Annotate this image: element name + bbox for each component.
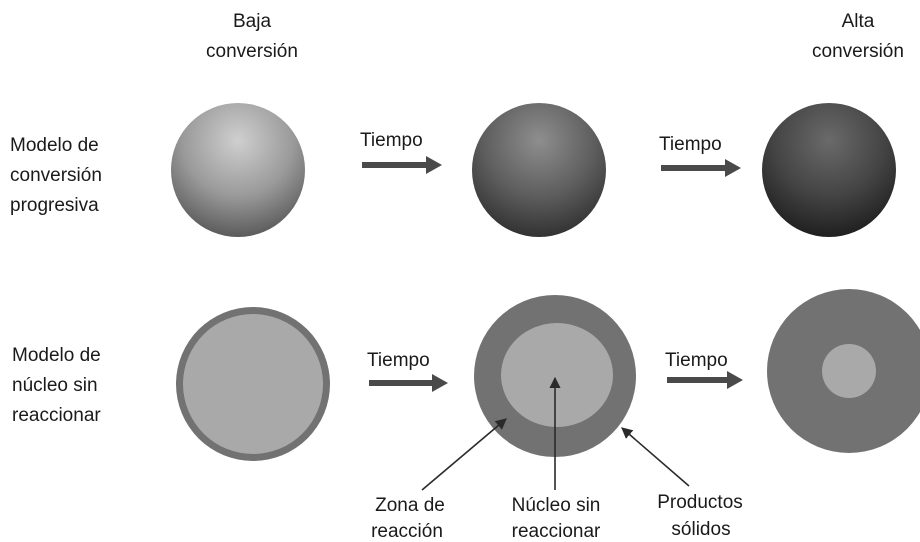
row-label-shrinking-core-line1: Modelo de [12,345,101,366]
annotation-unreacted-core-line2: reaccionar [512,521,601,542]
annotation-reaction-zone-line1: Zona de [375,495,445,516]
time-label: Tiempo [360,130,423,151]
annotation-solid-products: Productos sólidos [657,492,743,540]
time-label: Tiempo [665,350,728,371]
pointer-reaction-zone [421,418,507,491]
arrow-shaft [661,165,727,171]
column-header-low: Baja conversión [206,11,298,62]
annotation-reaction-zone: Zona de reacción [371,495,445,542]
column-header-high-line1: Alta [842,11,875,32]
sphere-mid-conversion [472,103,606,237]
annotation-reaction-zone-line2: reacción [371,521,443,542]
row-label-progressive-line3: progresiva [10,195,99,216]
row-label-shrinking-core-line3: reaccionar [12,405,101,426]
arrow-head-icon [426,156,442,174]
row-label-shrinking-core: Modelo de núcleo sin reaccionar [12,345,101,426]
arrow-shaft [369,380,434,386]
particle-core [183,314,323,454]
annotation-unreacted-core: Núcleo sin reaccionar [512,495,601,542]
arrow-shaft [667,377,729,383]
sphere-low-conversion [171,103,305,237]
time-label: Tiempo [659,134,722,155]
sphere-high-conversion [762,103,896,237]
row-label-progressive-line1: Modelo de [10,135,99,156]
particle-core [501,323,613,427]
arrow-head-icon [725,159,741,177]
column-header-low-line1: Baja [233,11,271,32]
pointer-solid-products [621,427,690,487]
column-header-high-line2: conversión [812,41,904,62]
time-arrow-row2-first: Tiempo [367,350,448,392]
annotation-solid-products-line1: Productos [657,492,743,513]
annotation-unreacted-core-line1: Núcleo sin [512,495,601,516]
time-arrow-row1-second: Tiempo [659,134,741,177]
particle-mid-conversion [474,295,636,457]
time-label: Tiempo [367,350,430,371]
arrow-head-icon [432,374,448,392]
arrow-shaft [362,162,428,168]
row-label-progressive-line2: conversión [10,165,102,186]
column-header-high: Alta conversión [812,11,904,62]
row-label-shrinking-core-line2: núcleo sin [12,375,98,396]
particle-low-conversion [176,307,330,461]
annotation-solid-products-line2: sólidos [671,519,730,540]
arrow-head-icon [727,371,743,389]
time-arrow-row1-first: Tiempo [360,130,442,174]
time-arrow-row2-second: Tiempo [665,350,743,389]
column-header-low-line2: conversión [206,41,298,62]
particle-high-conversion [767,289,920,453]
row-label-progressive: Modelo de conversión progresiva [10,135,102,216]
particle-core [822,344,876,398]
